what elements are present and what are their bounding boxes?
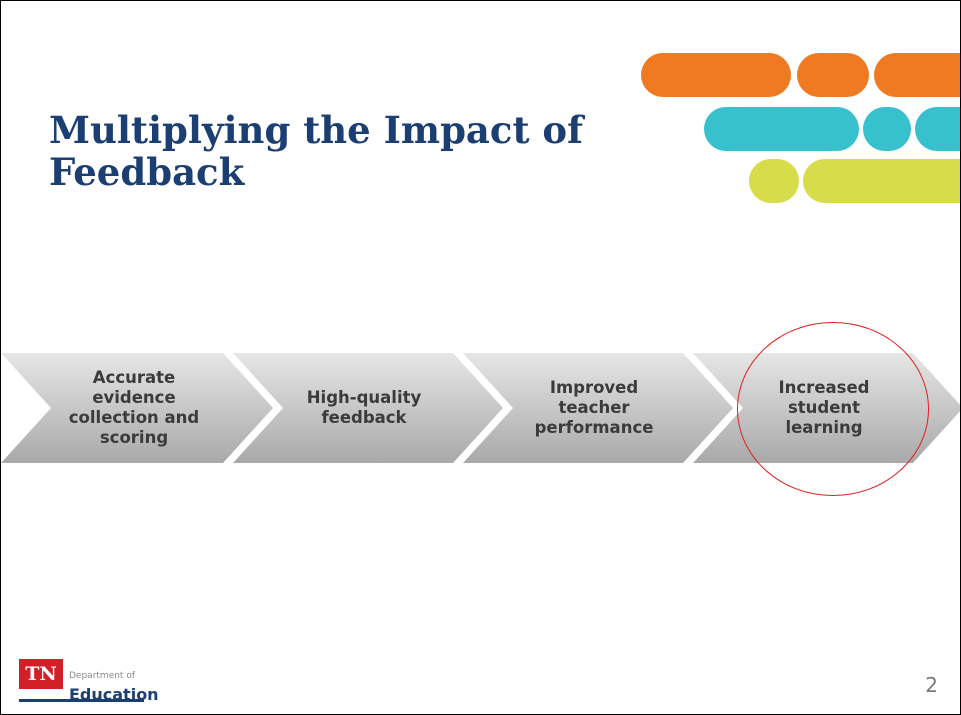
decorative-pill-lime (803, 159, 960, 203)
decorative-pill-lime (749, 159, 799, 203)
decorative-pill-orange (797, 53, 869, 97)
step-label-1: Accurate evidence collection and scoring (68, 368, 200, 447)
highlight-circle (737, 322, 929, 496)
logo-dept-text: Department of (69, 671, 135, 681)
logo-state-mark: TN (19, 659, 63, 689)
decorative-pill-orange (874, 53, 960, 97)
decorative-pill-teal (915, 107, 960, 151)
chevron-step-3 (463, 353, 733, 463)
slide-title: Multiplying the Impact of Feedback (49, 108, 584, 194)
page-number: 2 (925, 673, 938, 697)
tn-education-logo: TN Department of Education (19, 659, 179, 709)
decorative-pill-teal (704, 107, 859, 151)
step-label-3: Improved teacher performance (534, 378, 654, 437)
chevron-step-2 (233, 353, 503, 463)
chevron-step-1 (1, 353, 273, 463)
decorative-pill-orange (641, 53, 791, 97)
logo-underline (19, 699, 144, 702)
step-label-2: High-quality feedback (306, 388, 422, 427)
decorative-pill-teal (863, 107, 911, 151)
